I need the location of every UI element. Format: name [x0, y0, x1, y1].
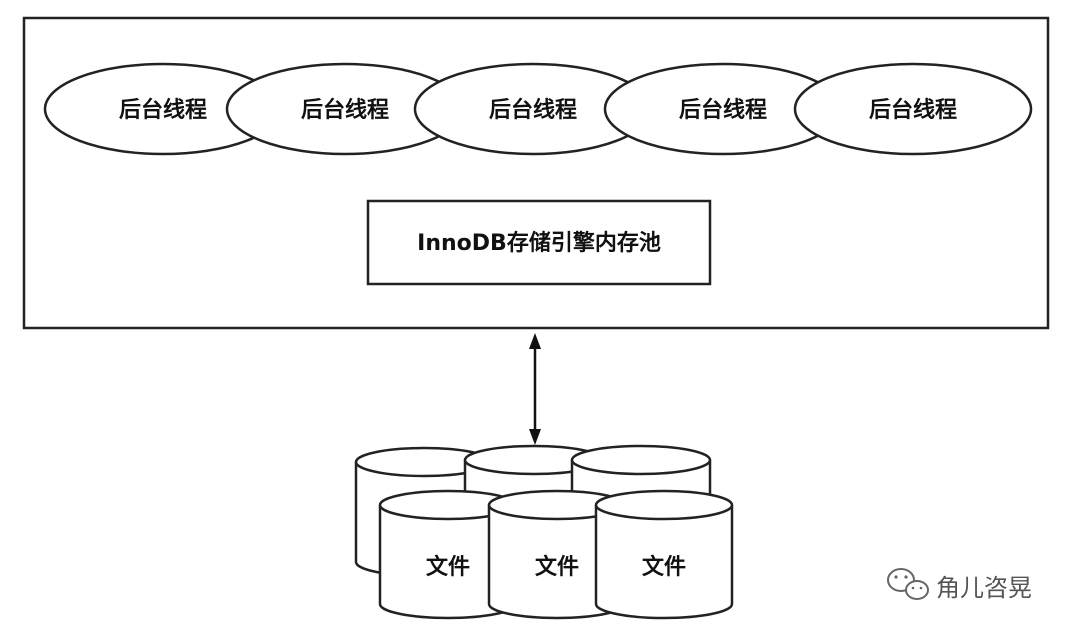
- thread-label-2: 后台线程: [301, 97, 389, 123]
- io-arrow: [529, 333, 541, 445]
- thread-label-1: 后台线程: [119, 97, 207, 123]
- buffer-pool-box: InnoDB存储引擎内存池: [366, 199, 712, 286]
- file-label-2: 文件: [535, 554, 579, 580]
- file-label-3: 文件: [642, 554, 686, 580]
- file-cylinder-3: 文件: [594, 489, 734, 620]
- thread-label-4: 后台线程: [679, 97, 767, 123]
- storage-engine-box: [22, 16, 1050, 330]
- thread-label-5: 后台线程: [869, 97, 957, 123]
- wechat-icon: [887, 568, 929, 600]
- watermark: 角儿咨晃: [887, 568, 1032, 602]
- file-cylinders-front: 文件 文件 文件: [378, 489, 734, 620]
- arrow-head-down: [529, 429, 541, 445]
- file-cylinder-1: 文件: [378, 489, 518, 620]
- thread-ellipse-4: 后台线程: [603, 62, 843, 156]
- thread-label-3: 后台线程: [489, 97, 577, 123]
- buffer-pool-label: InnoDB存储引擎内存池: [417, 230, 661, 256]
- arrow-head-up: [529, 333, 541, 349]
- thread-ellipse-3: 后台线程: [413, 62, 653, 156]
- thread-ellipse-1: 后台线程: [43, 62, 283, 156]
- thread-ellipse-5: 后台线程: [793, 62, 1033, 156]
- background-threads: 后台线程 后台线程 后台线程 后台线程 后台线程: [43, 62, 1033, 156]
- thread-ellipse-2: 后台线程: [225, 62, 465, 156]
- watermark-text: 角儿咨晃: [936, 574, 1032, 602]
- file-label-1: 文件: [426, 554, 470, 580]
